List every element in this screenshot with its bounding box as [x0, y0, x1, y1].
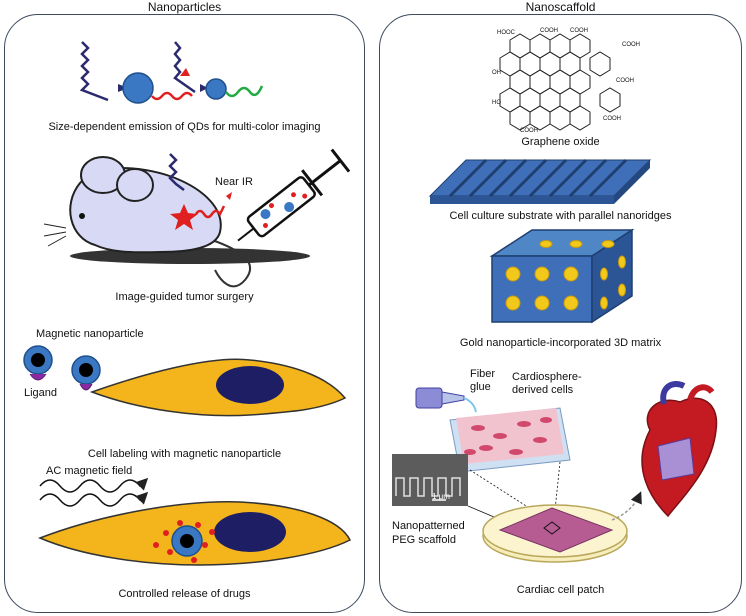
qd-caption: Size-dependent emission of QDs for multi… — [48, 121, 321, 133]
go-group-8: COOH — [520, 128, 538, 134]
cardiosphere-label: Cardiosphere- derived cells — [512, 371, 582, 396]
gold-matrix-caption: Gold nanoparticle-incorporated 3D matrix — [459, 337, 662, 349]
peg-scaffold-label: Nanopatterned PEG scaffold — [392, 520, 465, 546]
graphene-oxide-structure — [499, 33, 621, 131]
near-ir-label: Near IR — [215, 176, 253, 188]
go-group-6: HO — [492, 100, 501, 106]
nanoparticles-panel — [4, 14, 365, 613]
labeling-caption: Cell labeling with magnetic nanoparticle — [87, 448, 282, 460]
scale-bar-label: 1 μm — [432, 492, 450, 501]
fiber-glue-nozzle — [415, 387, 477, 413]
quantum-dot-illustration — [79, 41, 264, 104]
nanoridge-substrate — [428, 158, 652, 204]
nanoridges-caption: Cell culture substrate with parallel nan… — [449, 210, 672, 222]
sem-inset — [392, 454, 468, 506]
small-quantum-dot — [205, 78, 227, 100]
tumor-star-icon — [170, 204, 198, 230]
cell-labeling-illustration — [23, 345, 347, 417]
mouse-surgery-illustration — [43, 148, 351, 288]
graphene-oxide-caption: Graphene oxide — [521, 136, 600, 148]
go-group-2: COOH — [540, 28, 558, 34]
cardiac-patch-illustration — [392, 381, 718, 563]
ac-field-label: AC magnetic field — [46, 465, 133, 477]
large-quantum-dot — [122, 72, 154, 104]
go-group-7: COOH — [603, 116, 621, 122]
heart-icon — [641, 381, 718, 518]
gold-3d-matrix — [489, 228, 635, 324]
go-group-1: HOOC — [497, 30, 516, 36]
nanoparticles-title: Nanoparticles — [147, 0, 222, 14]
cardiac-patch-caption: Cardiac cell patch — [516, 584, 605, 596]
magnetic-nanoparticle-label: Magnetic nanoparticle — [36, 328, 144, 340]
ligand-label: Ligand — [24, 387, 58, 399]
nanoscaffold-panel — [379, 14, 742, 613]
surgery-caption: Image-guided tumor surgery — [115, 291, 254, 303]
go-group-4: COOH — [622, 42, 640, 48]
release-caption: Controlled release of drugs — [118, 588, 251, 600]
go-group-5: OH — [492, 70, 501, 76]
fiber-glue-label: Fiber glue — [470, 368, 496, 393]
go-group-9: COOH — [616, 78, 634, 84]
go-group-3: COOH — [570, 28, 588, 34]
nanoscaffold-title: Nanoscaffold — [525, 0, 596, 14]
drug-release-illustration — [37, 477, 352, 566]
